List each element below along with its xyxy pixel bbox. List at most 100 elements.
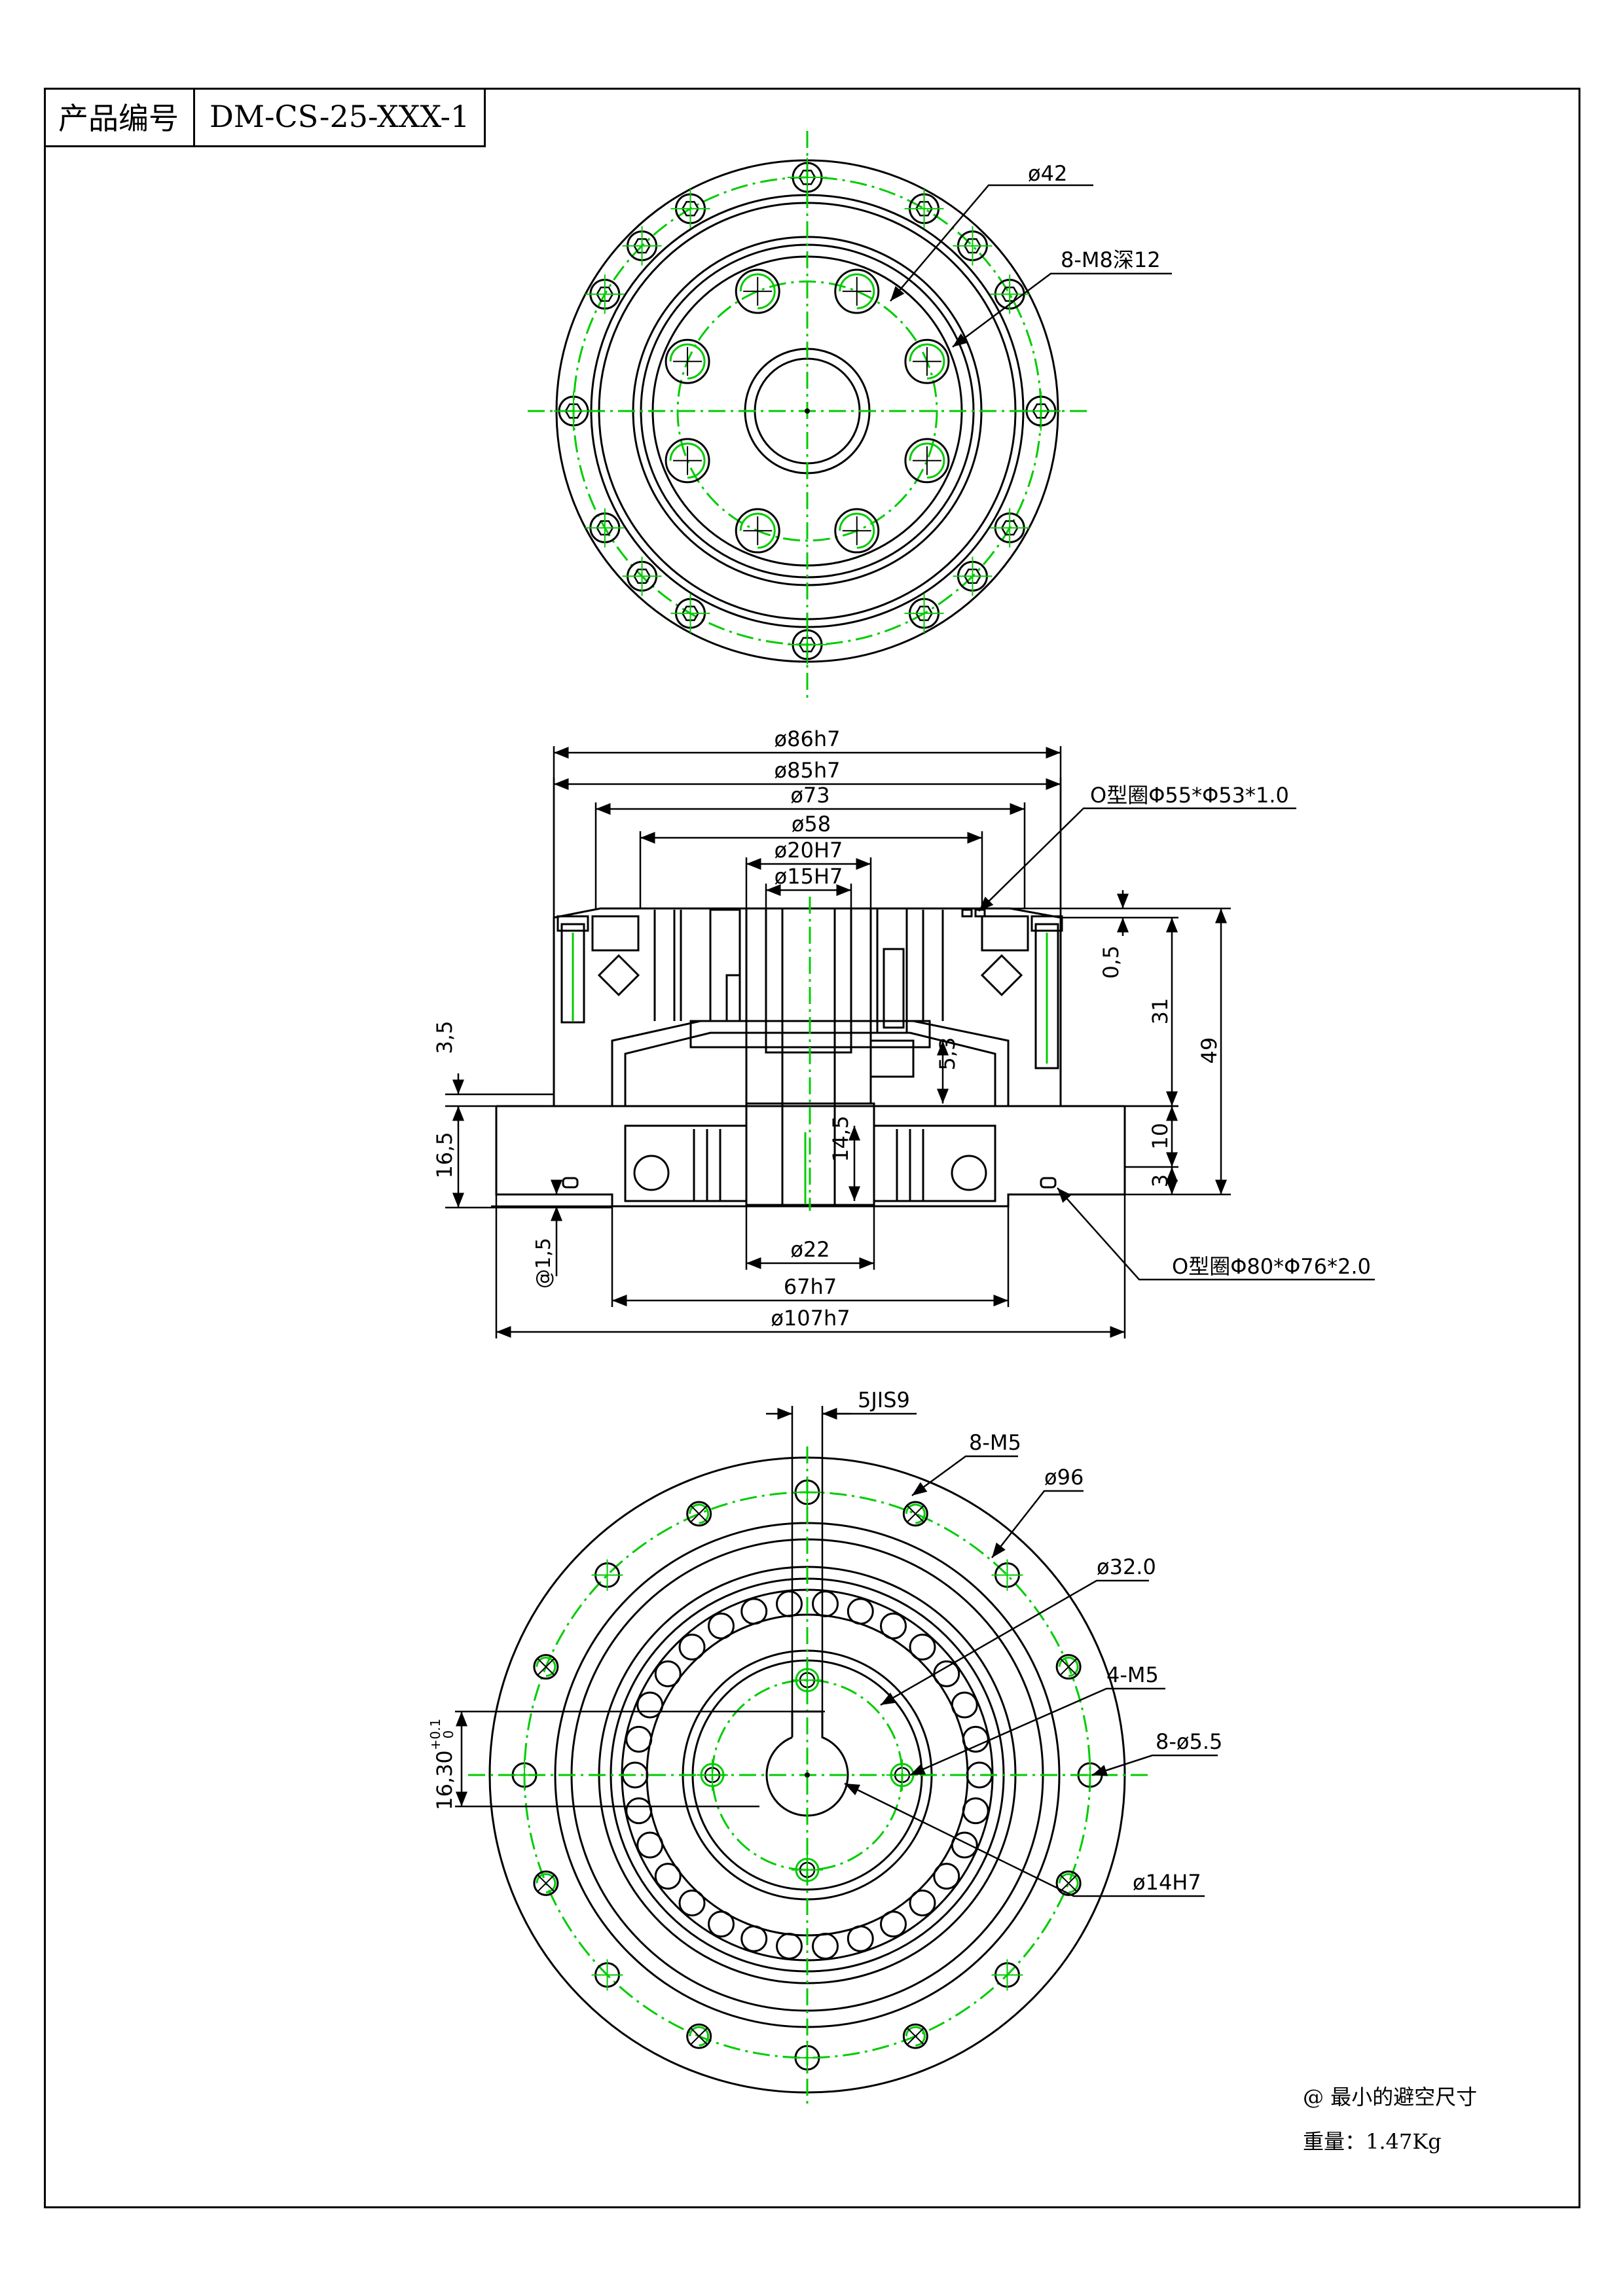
bottom-outer-hole-7	[902, 2023, 928, 2049]
bearing-roller	[847, 1925, 874, 1952]
callout-bore: ø14H7	[1133, 1870, 1201, 1895]
top-thread-hole-7	[735, 268, 780, 314]
bearing-roller	[909, 1634, 936, 1661]
title-value: DM-CS-25-XXX-1	[210, 99, 470, 134]
note-weight: 重量：1.47Kg	[1303, 2129, 1442, 2154]
bottom-outer-hole-0	[792, 1477, 823, 1508]
bottom-outer-hole-9	[686, 2023, 712, 2049]
top-bolt-12	[554, 391, 593, 431]
dim-key-tol-upper: +0.1	[428, 1719, 443, 1751]
drawing-frame	[44, 88, 1580, 2208]
dim-height-1-5: @1,5	[532, 1238, 555, 1289]
top-thread-hole-1	[904, 338, 950, 384]
bottom-outer-hole-11	[533, 1870, 559, 1896]
dim-height-0-5: 0,5	[1099, 946, 1123, 979]
top-bolt-11	[585, 508, 625, 548]
bearing-roller	[654, 1660, 682, 1687]
bottom-inner-hole-1	[886, 1759, 918, 1791]
top-bolt-14	[622, 226, 662, 266]
callout-8-m5: 8-M5	[969, 1430, 1021, 1455]
bearing-roller	[740, 1598, 768, 1625]
dim-diameter-0: ø86h7	[775, 726, 841, 751]
bearing-roller	[776, 1590, 803, 1617]
title-block: 产品编号 DM-CS-25-XXX-1	[44, 88, 486, 147]
top-thread-hole-3	[834, 508, 880, 554]
callout-pcd-32: ø32.0	[1097, 1554, 1156, 1579]
bottom-outer-hole-8	[792, 2042, 823, 2073]
bottom-outer-hole-1	[902, 1501, 928, 1527]
bearing-roller	[740, 1925, 768, 1952]
top-callout-bolt-holes: 8-M8深12	[1061, 247, 1161, 272]
top-bolt-10	[622, 556, 662, 596]
dim-height-31: 31	[1148, 998, 1173, 1025]
top-thread-hole-2	[904, 438, 950, 484]
bottom-outer-hole-2	[991, 1559, 1023, 1591]
top-bolt-0	[788, 158, 827, 197]
dim-diameter-2: ø73	[790, 783, 830, 808]
bottom-inner-hole-0	[792, 1664, 823, 1696]
bearing-roller	[708, 1910, 735, 1938]
bottom-outer-hole-13	[533, 1654, 559, 1680]
top-view: ø42 8-M8深12	[528, 131, 1172, 700]
top-thread-hole-0	[834, 268, 880, 314]
top-callout-pcd: ø42	[1028, 161, 1067, 186]
top-bolt-13	[585, 274, 625, 314]
keyway-bore	[765, 1710, 849, 1817]
top-bolt-7	[904, 594, 944, 634]
top-bolt-1	[904, 188, 944, 228]
dim-diameter-6: ø22	[790, 1237, 830, 1262]
bearing-roller	[880, 1612, 907, 1640]
bearing-roller	[678, 1634, 706, 1661]
dim-diameter-8: ø107h7	[771, 1306, 850, 1331]
callout-oring-top: O型圈Φ55*Φ53*1.0	[1090, 783, 1289, 808]
bottom-outer-hole-5	[1055, 1870, 1082, 1896]
bearing-roller	[678, 1889, 706, 1916]
bearing-roller	[880, 1910, 907, 1938]
bearing-roller	[776, 1933, 803, 1960]
bearing-roller	[951, 1691, 978, 1719]
bearing-roller	[847, 1598, 874, 1625]
notes: @ 最小的避空尺寸 重量：1.47Kg	[1303, 2075, 1477, 2164]
dim-diameter-5: ø15H7	[775, 864, 843, 889]
top-bolt-9	[670, 594, 710, 634]
bearing-roller	[811, 1590, 839, 1617]
dim-diameter-3: ø58	[792, 812, 831, 836]
note-clearance: @ 最小的避空尺寸	[1303, 2085, 1478, 2109]
bearing-roller	[625, 1725, 653, 1753]
dim-height-10: 10	[1148, 1123, 1173, 1150]
bearing-roller	[636, 1831, 664, 1859]
bearing-roller	[708, 1612, 735, 1640]
top-bolt-15	[670, 188, 710, 228]
bottom-inner-hole-2	[792, 1854, 823, 1886]
title-label: 产品编号	[44, 88, 195, 145]
callout-4-m5: 4-M5	[1106, 1662, 1159, 1687]
top-thread-hole-6	[665, 338, 710, 384]
bottom-inner-hole-3	[697, 1759, 728, 1791]
bearing-roller	[636, 1691, 664, 1719]
top-bolt-8	[788, 625, 827, 664]
dim-height-49: 49	[1197, 1037, 1222, 1064]
bearing-roller	[811, 1933, 839, 1960]
dim-diameter-7: 67h7	[784, 1274, 837, 1299]
bottom-outer-hole-3	[1055, 1654, 1082, 1680]
bearing-roller	[654, 1863, 682, 1890]
bearing-roller	[962, 1725, 989, 1753]
bottom-view: 5JIS9 8-M5 ø96 ø32.0 4-M5 8-ø5.5 ø14H7 1…	[428, 1388, 1222, 2104]
dim-diameter-1: ø85h7	[775, 758, 841, 783]
callout-keyway: 5JIS9	[858, 1388, 910, 1412]
dim-height-16-5: 16,5	[432, 1132, 457, 1178]
bottom-outer-hole-14	[591, 1559, 623, 1591]
section-view: 0,5 31 49 3,5 16,5 5,3 14,5 10 3 @1,5 O型…	[432, 726, 1375, 1338]
bottom-outer-hole-15	[686, 1501, 712, 1527]
dim-height-3: 3	[1148, 1174, 1173, 1187]
dim-diameter-4: ø20H7	[775, 838, 843, 863]
dim-height-3-5: 3,5	[432, 1021, 457, 1054]
bearing-roller	[625, 1797, 653, 1825]
dim-height-5-3: 5,3	[935, 1037, 960, 1071]
bottom-outer-hole-10	[591, 1959, 623, 1991]
top-thread-hole-4	[735, 508, 780, 554]
bottom-outer-hole-6	[991, 1959, 1023, 1991]
top-bolt-4	[1021, 391, 1061, 431]
top-thread-hole-5	[665, 438, 710, 484]
